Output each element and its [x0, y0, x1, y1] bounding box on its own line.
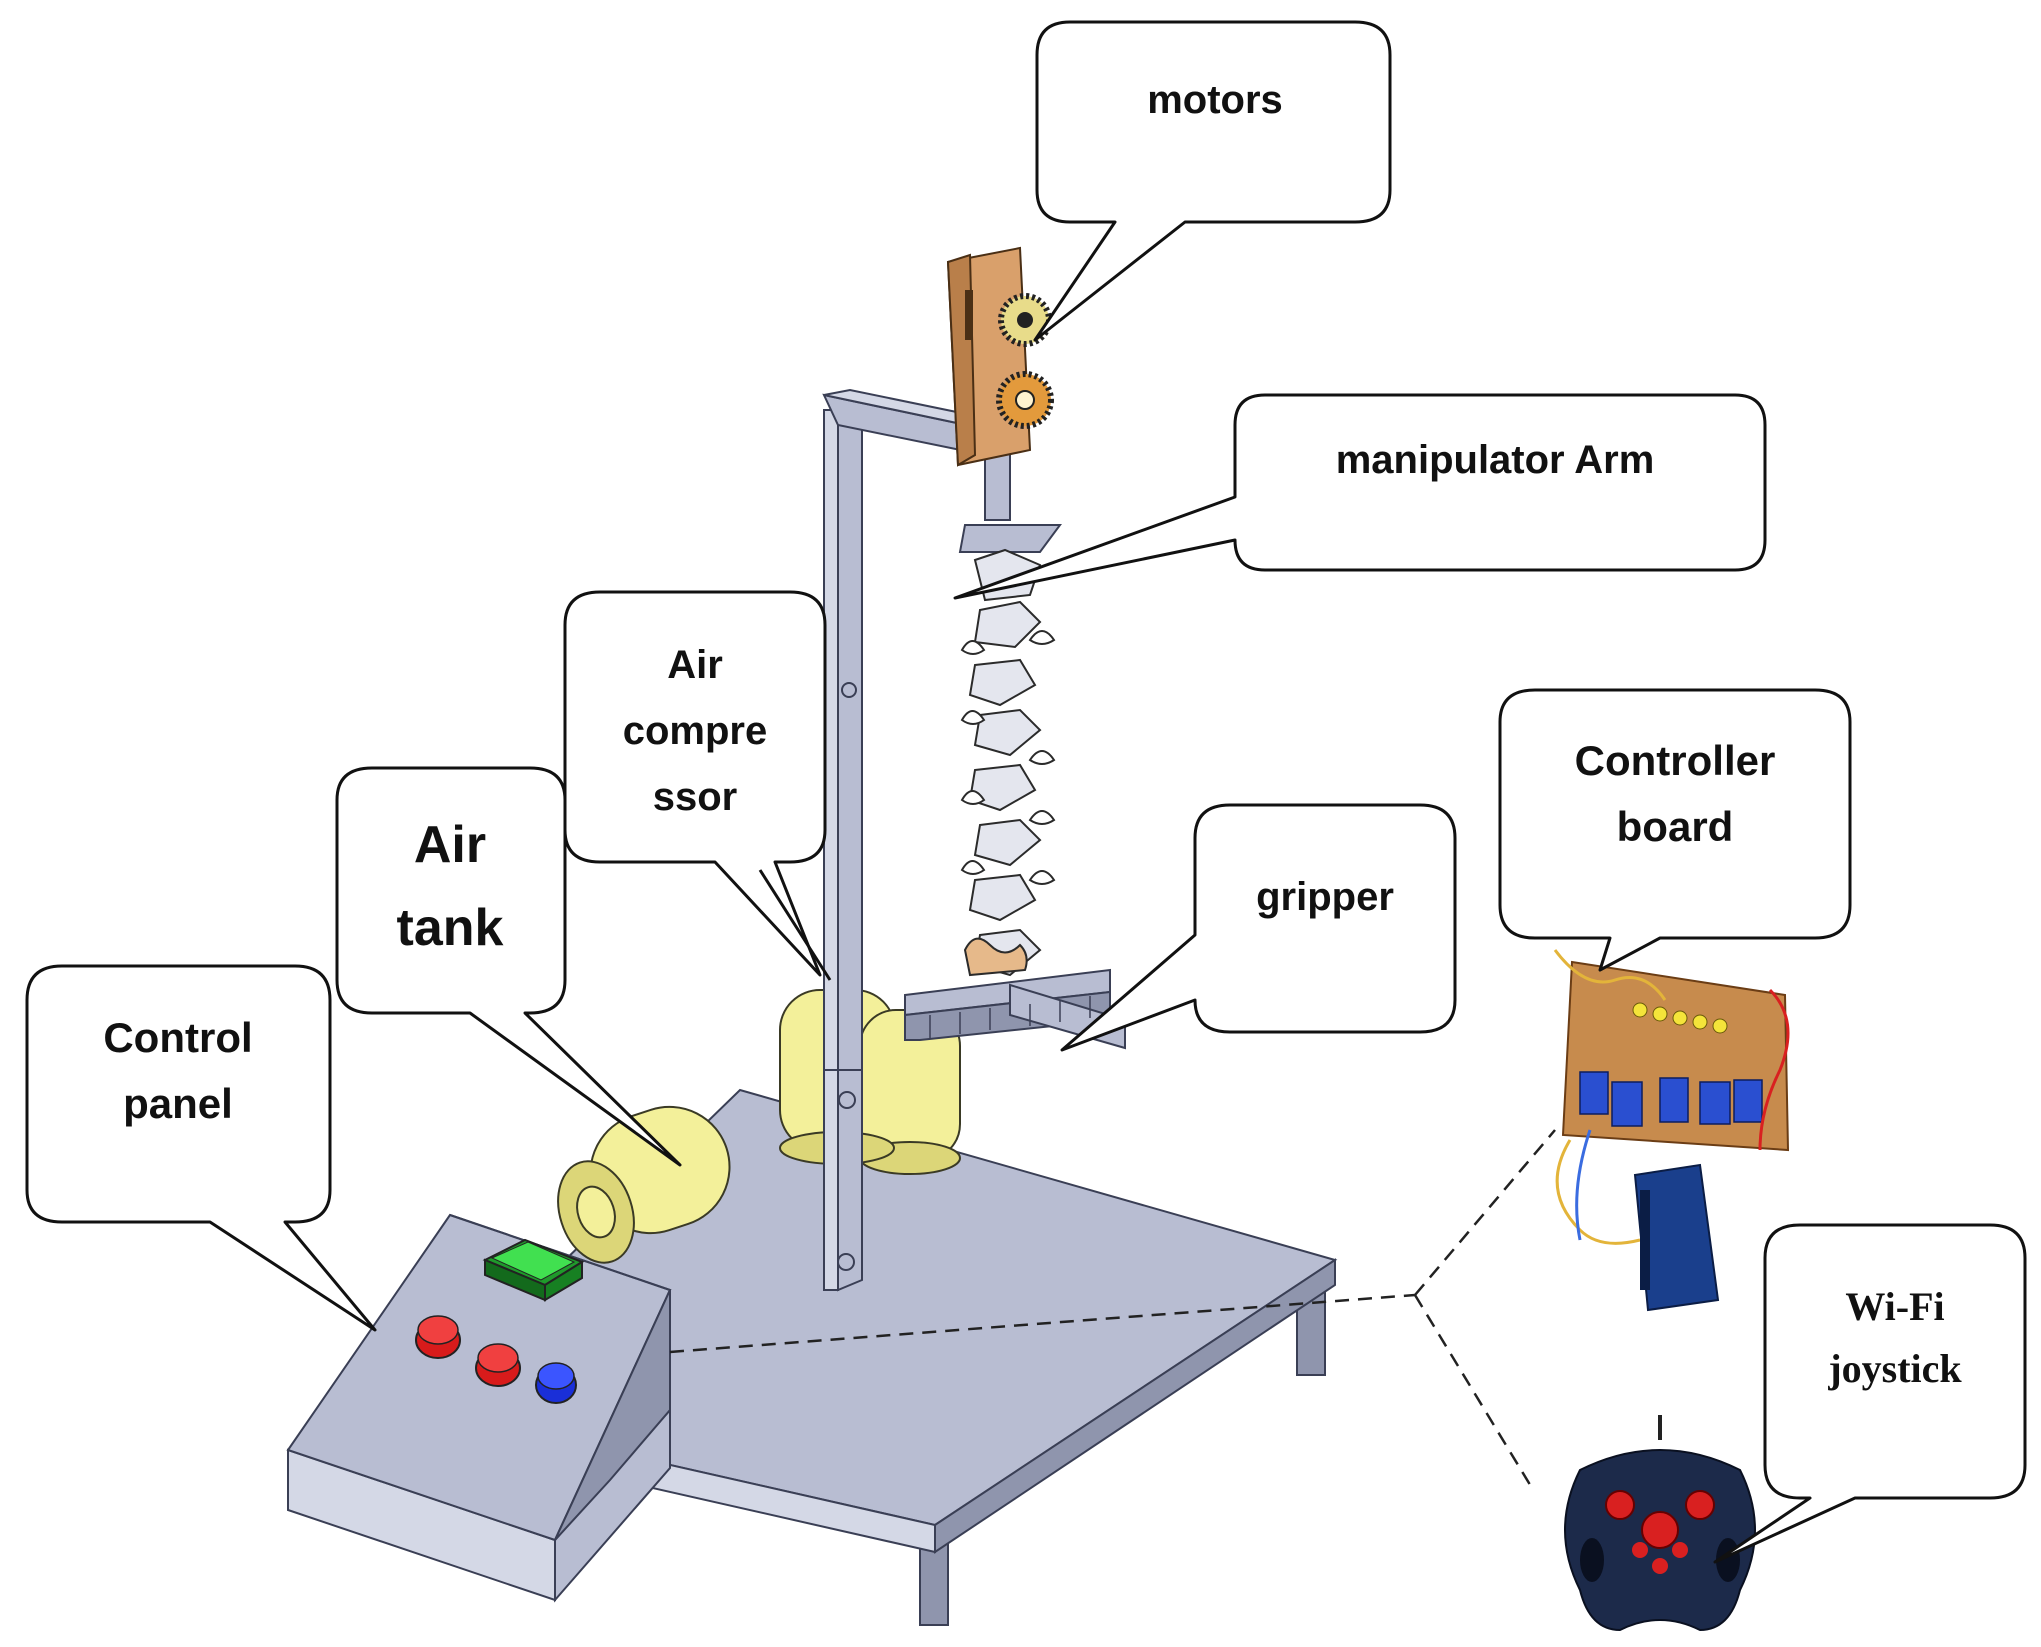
- callout-gripper: gripper: [1060, 803, 1457, 1052]
- motor-assembly: [946, 246, 1054, 467]
- callout-air-tank: Air tank: [335, 766, 682, 1167]
- label-wifi-joystick-1: Wi-Fi: [1845, 1284, 1944, 1329]
- label-wifi-joystick-2: joystick: [1827, 1346, 1962, 1391]
- joystick-icon: [1564, 1415, 1756, 1632]
- label-manipulator-arm: manipulator Arm: [1336, 438, 1655, 482]
- support-column: [822, 388, 1014, 1292]
- label-controller-board-1: Controller: [1575, 737, 1776, 784]
- label-air-tank-1: Air: [414, 816, 486, 874]
- callout-controller-board: Controller board: [1498, 688, 1852, 972]
- manipulator-arm: [958, 524, 1062, 977]
- label-air-compressor-3: ssor: [653, 775, 738, 819]
- pcb-icon: [1553, 949, 1790, 1312]
- label-air-compressor-2: compre: [623, 709, 768, 753]
- connection-lines: [669, 1129, 1556, 1489]
- label-gripper: gripper: [1256, 875, 1394, 919]
- callout-manipulator-arm: manipulator Arm: [953, 393, 1767, 600]
- callout-control-panel: Control panel: [25, 964, 377, 1332]
- label-control-panel-2: panel: [123, 1080, 233, 1127]
- callout-motors: motors: [1033, 20, 1392, 342]
- label-air-tank-2: tank: [397, 899, 504, 957]
- label-control-panel-1: Control: [103, 1014, 252, 1061]
- label-motors: motors: [1147, 78, 1283, 122]
- label-controller-board-2: board: [1617, 803, 1734, 850]
- callout-air-compressor: Air compre ssor: [563, 590, 827, 977]
- callout-wifi-joystick: Wi-Fi joystick: [1713, 1223, 2027, 1564]
- control-panel-box: [286, 1213, 672, 1603]
- label-air-compressor-1: Air: [667, 643, 723, 687]
- air-tank: [557, 1105, 731, 1264]
